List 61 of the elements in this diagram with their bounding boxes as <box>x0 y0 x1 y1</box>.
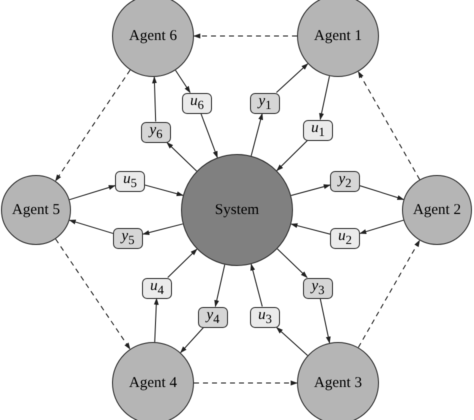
dashed-arrow <box>358 71 420 180</box>
dashed-arrow <box>194 380 298 386</box>
signal-box <box>142 278 172 298</box>
arrow <box>319 76 330 120</box>
signal-box <box>250 306 280 328</box>
signal-box <box>115 170 145 192</box>
arrow <box>290 223 330 235</box>
signal-box <box>198 306 228 328</box>
dashed-arrow <box>55 238 131 350</box>
arrow <box>154 298 159 343</box>
arrow <box>175 70 191 94</box>
signal-box <box>303 120 333 140</box>
node-label: y$_{5}$ <box>122 228 134 248</box>
node-label: y$_{6}$ <box>150 122 162 142</box>
arrow <box>290 184 331 196</box>
arrow <box>68 185 116 200</box>
arrow <box>320 298 331 344</box>
arrow <box>250 112 264 156</box>
node-label: u$_{4}$ <box>150 278 164 298</box>
node-label: Agent 4 <box>129 374 177 392</box>
arrow <box>142 223 184 235</box>
arrow <box>68 220 114 234</box>
signal-box <box>182 92 212 114</box>
arrow <box>360 185 404 200</box>
arrow <box>276 140 308 172</box>
arrow <box>166 142 198 172</box>
node-label: Agent 2 <box>413 202 461 218</box>
arrow <box>200 113 218 158</box>
arrow <box>152 76 157 122</box>
node-label: u$_{3}$ <box>258 307 272 327</box>
signal-box <box>141 122 171 142</box>
signal-box <box>303 278 333 298</box>
node-label: Agent 3 <box>314 374 362 392</box>
arrow <box>276 327 308 356</box>
signal-box <box>250 92 280 114</box>
signal-box <box>113 228 143 248</box>
arrow <box>250 264 263 307</box>
arrow <box>276 248 308 278</box>
node-label: y$_{2}$ <box>338 171 352 191</box>
signal-box <box>330 170 360 192</box>
node-label: u$_{6}$ <box>190 93 204 113</box>
dashed-arrow <box>358 240 420 348</box>
node-label: System <box>214 202 260 218</box>
arrow <box>180 327 204 354</box>
node-label: Agent 6 <box>129 28 177 44</box>
dashed-arrow <box>55 70 131 182</box>
node-label: y$_{3}$ <box>312 278 324 298</box>
arrow <box>276 63 308 93</box>
arrow <box>167 248 198 278</box>
node-label: y$_{1}$ <box>258 93 272 113</box>
signal-box <box>330 228 360 248</box>
arrow <box>144 184 184 196</box>
node-label: u$_{2}$ <box>338 228 352 248</box>
node-label: Agent 1 <box>314 28 362 44</box>
node-label: y$_{4}$ <box>206 307 220 327</box>
node-label: u$_{5}$ <box>123 171 137 191</box>
node-label: u$_{1}$ <box>311 120 325 140</box>
arrow <box>359 220 404 234</box>
node-label: Agent 5 <box>12 202 60 218</box>
dashed-arrow <box>193 34 298 38</box>
arrow <box>214 264 226 308</box>
